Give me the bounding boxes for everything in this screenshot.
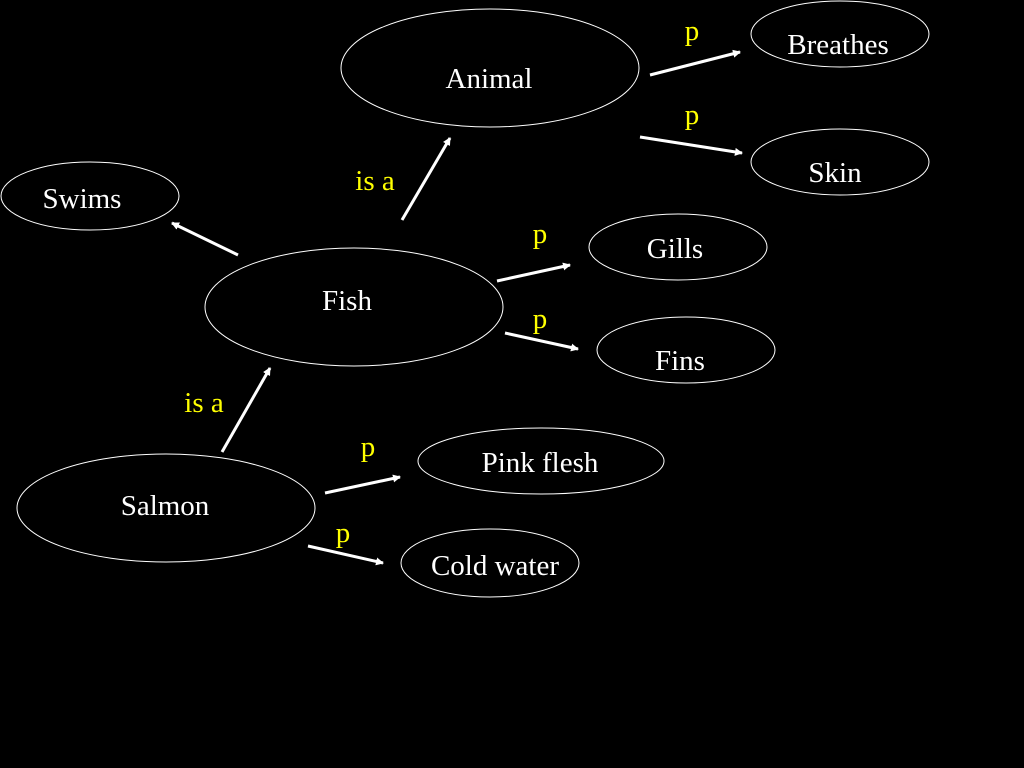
node-fins: Fins — [596, 316, 776, 384]
node-skin: Skin — [750, 128, 930, 196]
edge-fish-animal-label: is a — [355, 165, 395, 197]
edge-fish-fins-arrow — [504, 331, 579, 352]
edge-animal-breathes-label: p — [685, 15, 700, 47]
node-fins-shape — [596, 316, 776, 384]
edge-fish-animal: is a — [355, 137, 452, 221]
edge-animal-skin-label: p — [685, 99, 700, 131]
node-pink-flesh-label: Pink flesh — [482, 447, 599, 479]
edge-fish-fins: p — [504, 303, 579, 352]
edge-salmon-fish: is a — [184, 367, 272, 453]
edge-fish-gills: p — [496, 218, 571, 283]
edge-fish-animal-arrow — [400, 137, 452, 221]
node-breathes-shape — [750, 0, 930, 68]
node-cold-water: Cold water — [400, 528, 580, 598]
edge-animal-breathes-arrow — [649, 49, 741, 77]
node-fish: Fish — [204, 247, 504, 367]
edge-salmon-cold-water-arrow — [307, 544, 384, 566]
node-animal-label: Animal — [446, 63, 533, 95]
edge-animal-skin: p — [639, 99, 743, 156]
node-animal: Animal — [340, 8, 640, 128]
node-gills: Gills — [588, 213, 768, 281]
edge-fish-fins-label: p — [533, 303, 548, 335]
node-cold-water-shape — [400, 528, 580, 598]
node-salmon-shape — [16, 453, 316, 563]
node-cold-water-label: Cold water — [431, 550, 559, 582]
edge-fish-swims — [171, 221, 239, 257]
edge-animal-breathes: p — [649, 15, 741, 77]
node-swims: Swims — [0, 161, 180, 231]
node-animal-shape — [340, 8, 640, 128]
node-gills-shape — [588, 213, 768, 281]
node-breathes-label: Breathes — [787, 29, 888, 61]
edge-salmon-cold-water-label: p — [336, 517, 351, 549]
edge-salmon-pink-flesh-label: p — [361, 431, 376, 463]
node-salmon: Salmon — [16, 453, 316, 563]
edge-salmon-pink-flesh-arrow — [324, 474, 401, 495]
edge-fish-swims-arrow — [171, 221, 239, 257]
node-salmon-label: Salmon — [121, 490, 210, 522]
node-gills-label: Gills — [647, 233, 703, 265]
node-fish-label: Fish — [322, 285, 372, 317]
node-skin-label: Skin — [808, 157, 862, 189]
edge-salmon-fish-label: is a — [184, 387, 224, 419]
edge-salmon-fish-arrow — [220, 367, 272, 453]
node-skin-shape — [750, 128, 930, 196]
node-fish-shape — [204, 247, 504, 367]
node-fins-label: Fins — [655, 345, 705, 377]
edge-salmon-pink-flesh: p — [324, 431, 401, 495]
node-swims-label: Swims — [43, 183, 122, 215]
edge-salmon-cold-water: p — [307, 517, 384, 566]
node-breathes: Breathes — [750, 0, 930, 68]
node-swims-shape — [0, 161, 180, 231]
node-pink-flesh-shape — [417, 427, 665, 495]
edge-fish-gills-arrow — [496, 262, 571, 283]
edge-fish-gills-label: p — [533, 218, 548, 250]
node-pink-flesh: Pink flesh — [417, 427, 665, 495]
edge-animal-skin-arrow — [639, 135, 743, 156]
